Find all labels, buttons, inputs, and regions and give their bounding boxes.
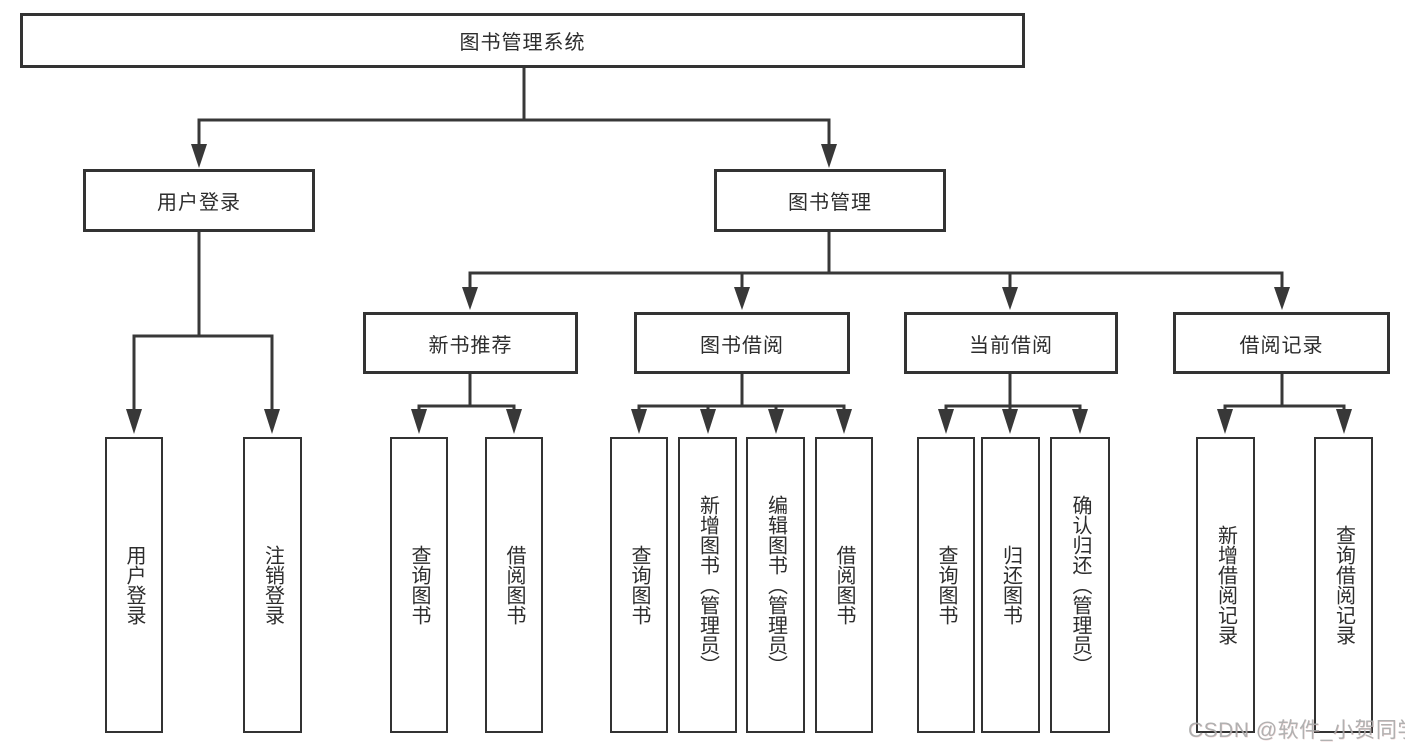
leaf-query-book-borrow: 查询图书 [610,437,668,733]
node-borrow-record: 借阅记录 [1173,312,1390,374]
leaf-add-borrow-record: 新增借阅记录 [1196,437,1255,733]
node-book-management: 图书管理 [714,169,946,232]
leaf-borrow-book: 借阅图书 [815,437,873,733]
leaf-query-book-recommend: 查询图书 [390,437,448,733]
leaf-logout: 注销登录 [243,437,302,733]
node-user-login: 用户登录 [83,169,315,232]
leaf-return-book: 归还图书 [981,437,1040,733]
leaf-edit-book-admin: 编辑图书（管理员） [746,437,805,733]
leaf-add-book-admin: 新增图书（管理员） [678,437,737,733]
leaf-user-login: 用户登录 [105,437,163,733]
leaf-confirm-return-admin: 确认归还（管理员） [1050,437,1110,733]
leaf-borrow-book-recommend: 借阅图书 [485,437,543,733]
leaf-query-book-current: 查询图书 [917,437,975,733]
csdn-watermark: CSDN @软件_小贺同学 [1188,719,1405,742]
leaf-query-borrow-record: 查询借阅记录 [1314,437,1373,733]
node-new-book-recommend: 新书推荐 [363,312,578,374]
node-current-borrow: 当前借阅 [904,312,1118,374]
node-library-management-system: 图书管理系统 [20,13,1025,68]
node-book-borrow: 图书借阅 [634,312,850,374]
